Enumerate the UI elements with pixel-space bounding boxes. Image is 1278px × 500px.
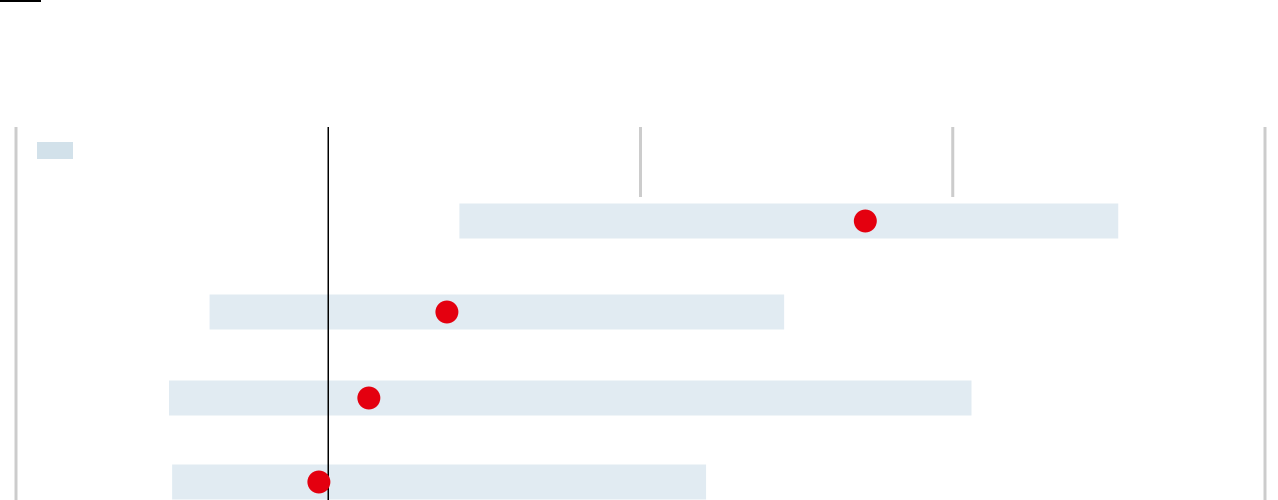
range-bar-3 [169, 380, 972, 416]
range-bar-2 [209, 294, 785, 330]
legend-swatch [37, 142, 73, 159]
point-dot-1 [853, 209, 877, 233]
range-bar-4 [172, 464, 707, 500]
point-dot-2 [435, 300, 459, 324]
point-dot-4 [307, 470, 331, 494]
header-rule [0, 0, 41, 2]
point-dot-3 [357, 386, 381, 410]
range-bar-1 [459, 203, 1119, 239]
